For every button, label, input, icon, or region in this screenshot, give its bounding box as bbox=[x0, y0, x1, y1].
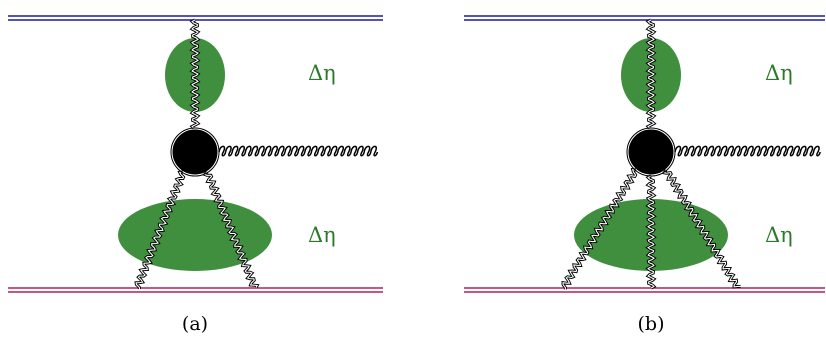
lower-left-exchange-wavy-line-core bbox=[562, 169, 637, 290]
bottom-beam-line bbox=[8, 287, 383, 293]
top-beam-line bbox=[8, 15, 383, 21]
bottom-beam-line bbox=[464, 287, 825, 293]
gluon-line bbox=[218, 145, 379, 157]
central-vertex bbox=[172, 129, 218, 175]
delta-eta-label-bottom: Δη bbox=[308, 223, 336, 247]
lower-middle-exchange-wavy-line-core bbox=[646, 175, 656, 289]
exchange-lines bbox=[134, 18, 260, 290]
panel-b: Δη Δη (b) bbox=[464, 15, 825, 335]
lower-right-exchange-wavy-line-core bbox=[663, 169, 741, 288]
delta-eta-label-bottom: Δη bbox=[765, 223, 793, 247]
delta-eta-label-top: Δη bbox=[308, 61, 336, 85]
lower-left-exchange-wavy-line-core bbox=[135, 171, 185, 290]
upper-exchange-wavy-line-core bbox=[191, 19, 199, 129]
central-vertex bbox=[628, 129, 674, 175]
exchange-lines bbox=[561, 18, 741, 290]
gluon-line bbox=[674, 145, 821, 157]
lower-rapidity-gap-blob bbox=[118, 199, 272, 271]
caption-b: (b) bbox=[638, 313, 665, 335]
panel-a: Δη Δη (a) bbox=[8, 15, 383, 335]
delta-eta-label-top: Δη bbox=[765, 61, 793, 85]
upper-exchange-wavy-line-core bbox=[647, 19, 655, 129]
gluon-curl bbox=[674, 145, 821, 157]
caption-a: (a) bbox=[182, 313, 208, 335]
gluon-curl bbox=[218, 145, 379, 157]
lower-right-exchange-wavy-line-core bbox=[203, 171, 259, 288]
top-beam-line bbox=[464, 15, 825, 21]
